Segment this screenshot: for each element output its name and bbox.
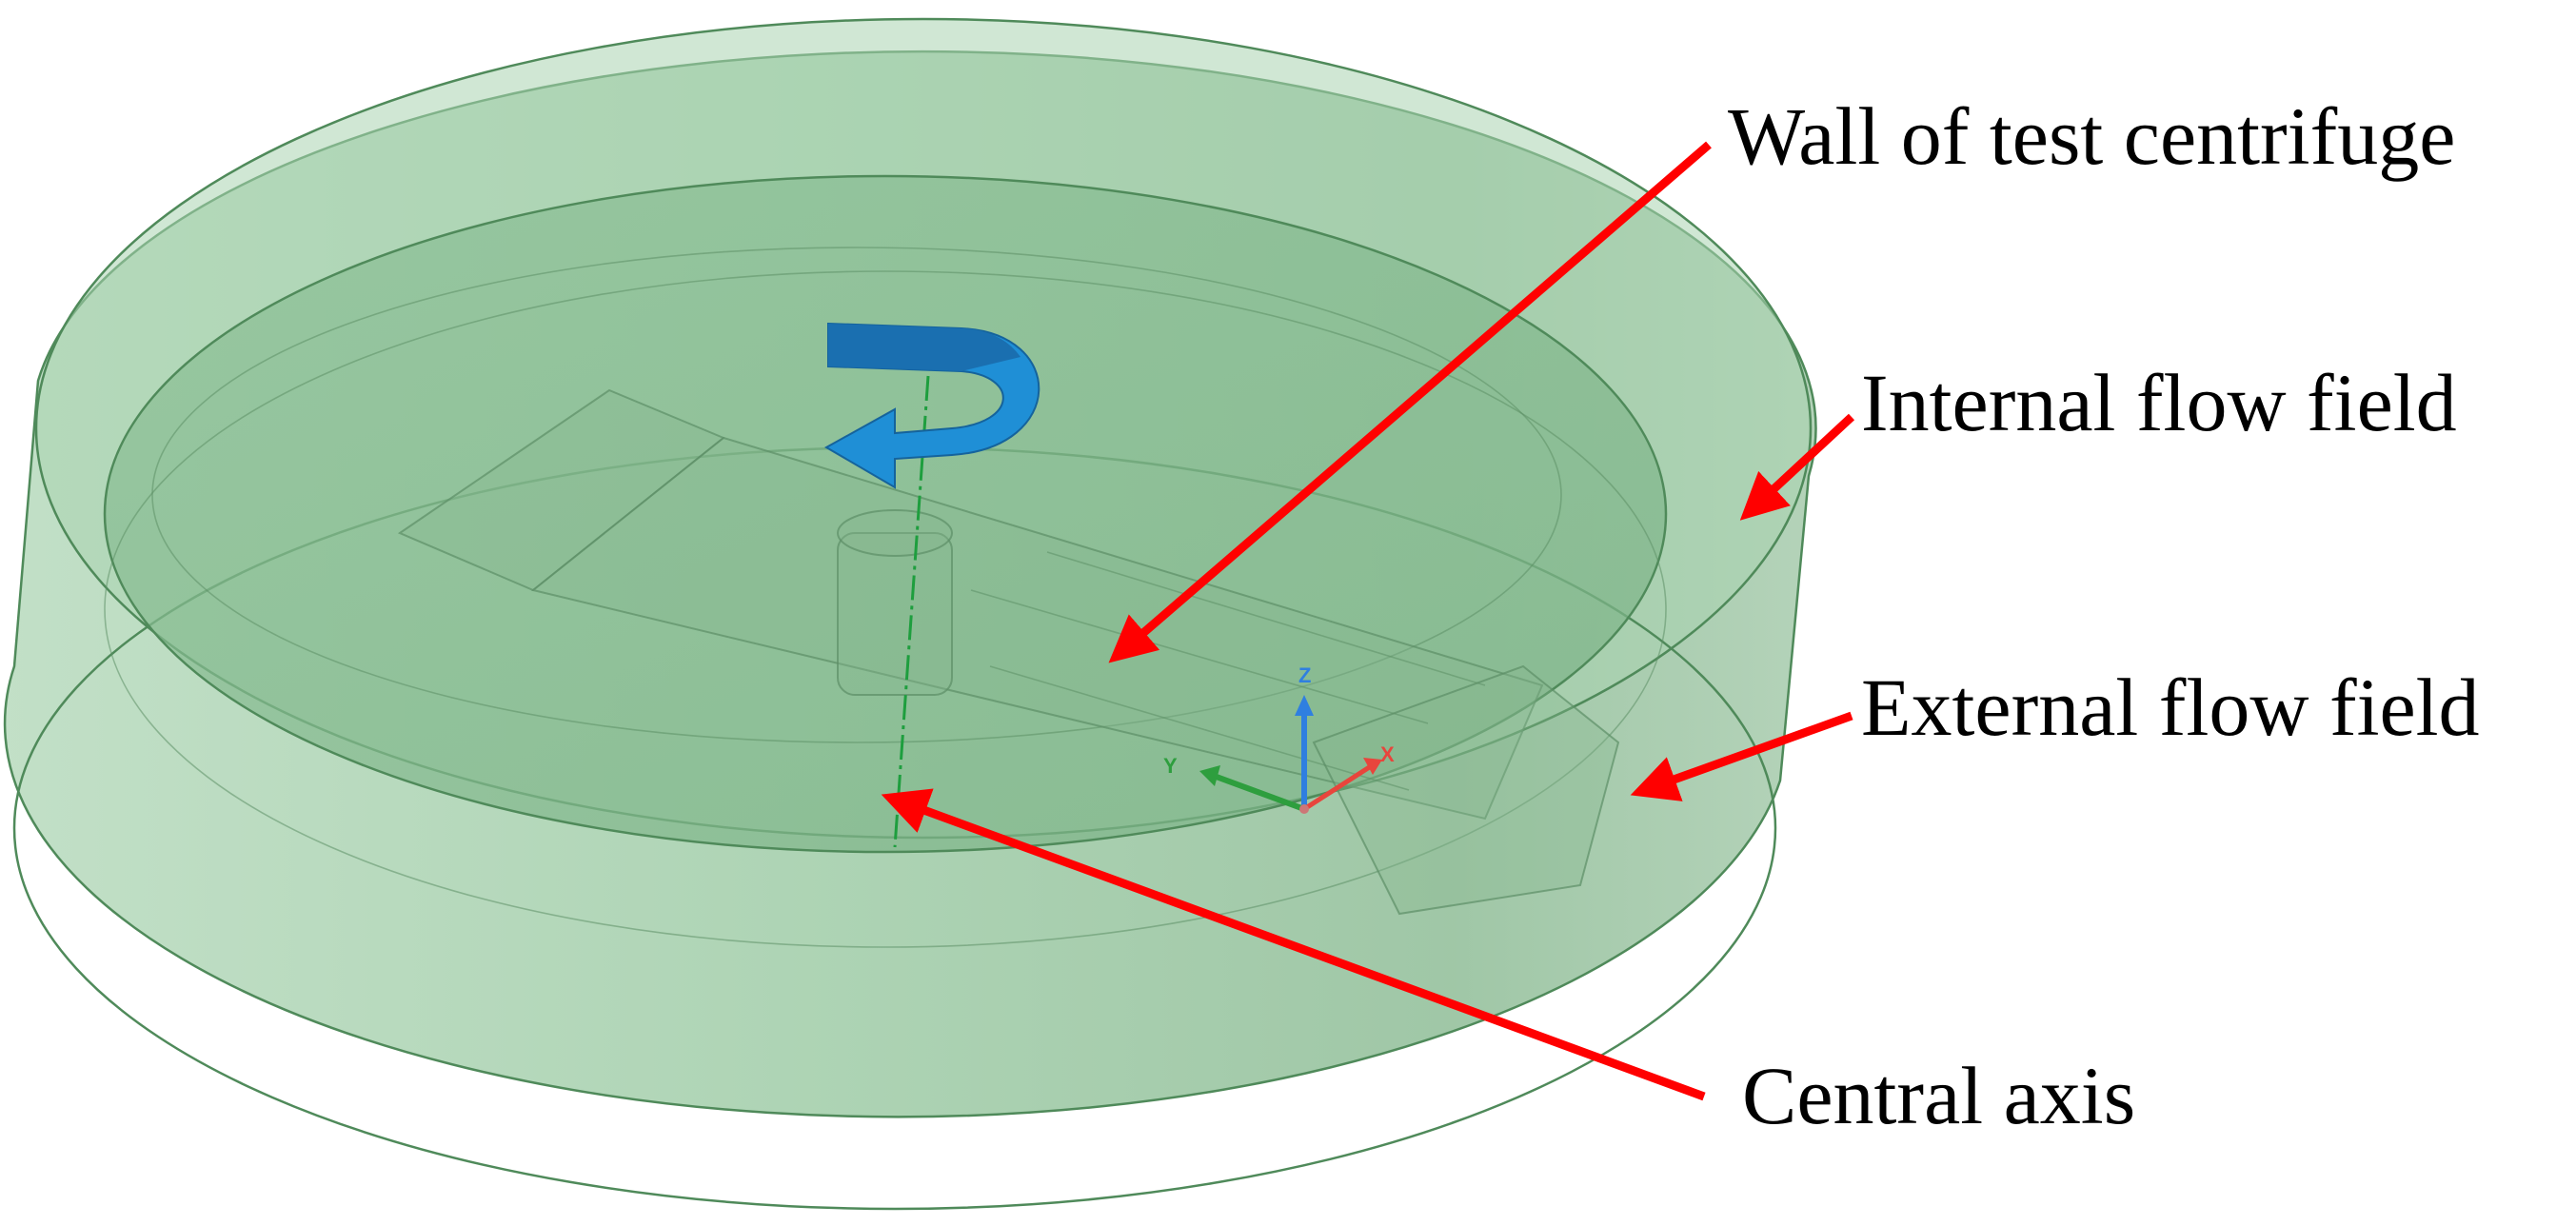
rotation-arrow-icon: [823, 322, 1040, 489]
wall-pointer: [1108, 141, 1712, 663]
wall-label: Wall of test centrifuge: [1728, 90, 2455, 182]
right-arm-block: [1312, 664, 1620, 916]
arm-beam: [530, 436, 1544, 821]
inner-disc: [103, 174, 1668, 854]
coordinate-triad-icon: Z Y X: [1163, 663, 1395, 814]
internal-flow-field-region: [103, 174, 1668, 948]
arm-detail-lines: [970, 551, 1486, 791]
axis-pointer: [881, 788, 1706, 1101]
center-hub: [837, 532, 953, 696]
triad-y-label: Y: [1163, 754, 1178, 778]
external-pointer: [1630, 711, 1853, 801]
internal-label: Internal flow field: [1861, 357, 2457, 448]
internal-pointer: [1739, 413, 1855, 521]
pointer-arrows: [881, 141, 1855, 1101]
hub-cap: [837, 509, 953, 557]
central-axis-line: [893, 375, 930, 848]
triad-z-label: Z: [1298, 663, 1311, 687]
axis-label: Central axis: [1742, 1050, 2135, 1141]
inner-disc-ring: [151, 247, 1562, 743]
triad-x-label: X: [1380, 742, 1395, 766]
external-label: External flow field: [1861, 662, 2480, 753]
inner-disc-lower-edge: [104, 270, 1667, 948]
rotor-arm: [397, 388, 1620, 916]
